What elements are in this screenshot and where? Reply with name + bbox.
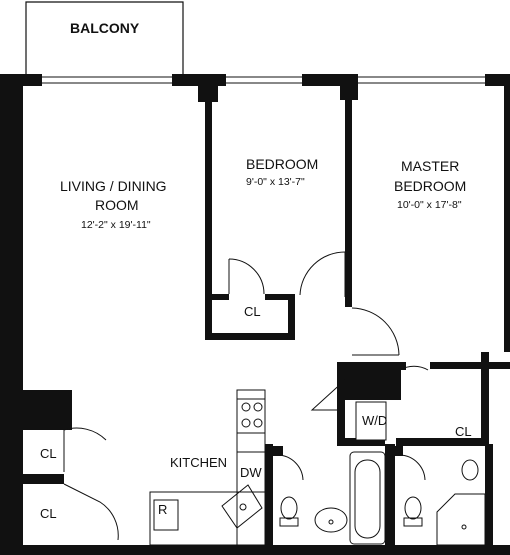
closet-door-swing-left: [228, 258, 265, 295]
toilet-bowl-2: [404, 496, 422, 520]
bath2-fixtures: [403, 459, 486, 546]
laundry-left-wall: [337, 398, 345, 446]
bath1-left-wall: [265, 444, 273, 554]
range: [236, 398, 266, 434]
north-wall-pier-1: [172, 74, 226, 86]
dishwasher-box: [236, 451, 266, 493]
master-door-swing: [351, 307, 400, 356]
living-room-name-line2: ROOM: [95, 197, 139, 213]
dishwasher-label: DW: [240, 465, 262, 480]
master-closet-swing: [399, 365, 429, 371]
bedroom-dims: 9'-0" x 13'-7": [246, 176, 305, 188]
left-closet-lower-label: CL: [40, 506, 57, 521]
toilet-tank-2: [403, 517, 423, 527]
master-closet-bottom: [396, 438, 489, 446]
bath1-jamb: [273, 446, 283, 456]
master-bedroom-name-line2: BEDROOM: [394, 178, 467, 194]
wall-living-bedroom: [205, 95, 212, 340]
washer-dryer-unit: [355, 401, 387, 441]
closet-bottom-wall: [205, 333, 295, 340]
shower: [436, 493, 486, 546]
bath2-swing: [399, 454, 426, 481]
left-closet-upper-label: CL: [40, 446, 57, 461]
kitchen-sink: [221, 484, 263, 529]
balcony-label: BALCONY: [70, 20, 140, 36]
east-wall: [504, 74, 510, 352]
refrigerator-label: R: [158, 502, 168, 517]
living-room-name-line1: LIVING / DINING: [60, 178, 167, 194]
toilet-bowl-1: [280, 496, 298, 520]
laundry-bottom-wall: [337, 438, 385, 446]
master-bedroom-dims: 10'-0" x 17'-8": [397, 199, 462, 211]
kitchen-fixtures: [149, 389, 266, 546]
bathtub: [349, 451, 386, 545]
bath2-right-wall: [485, 444, 493, 554]
washer-dryer-label: W/D: [362, 413, 388, 428]
walls: [0, 74, 510, 555]
bedroom-door-swing: [299, 251, 346, 296]
bath2-jamb: [395, 446, 403, 456]
refrigerator: [153, 499, 179, 531]
bedroom-closet-label: CL: [244, 304, 261, 319]
balcony-outline: [25, 1, 184, 74]
laundry-wall-block: [337, 362, 401, 400]
closet-upper-swing: [63, 427, 107, 441]
kitchen-counter-horizontal: [149, 491, 266, 546]
master-closet-label: CL: [455, 424, 472, 439]
closet-divider: [22, 474, 64, 484]
north-wall-pier-3: [485, 74, 510, 86]
living-room-dims: 12'-2" x 19'-11": [81, 219, 151, 231]
bath-divider: [385, 444, 395, 554]
pier-left: [22, 390, 72, 430]
master-closet-top: [430, 362, 510, 369]
master-closet-jamb: [400, 362, 406, 370]
south-wall-east: [150, 545, 510, 555]
north-wall-west: [0, 74, 42, 86]
master-closet-right: [481, 352, 489, 446]
closet-top-wall-right: [265, 294, 295, 300]
closet-top-wall-left: [205, 294, 229, 300]
closet-lower-swing: [63, 483, 119, 541]
windows: [42, 76, 485, 84]
closet-right-wall: [288, 296, 295, 340]
master-bedroom-name-line1: MASTER: [401, 158, 460, 174]
laundry-doors: [310, 379, 346, 411]
north-wall-pier-2: [302, 74, 358, 86]
bath1-fixtures: [279, 451, 386, 545]
bedroom-name: BEDROOM: [246, 156, 319, 172]
sink-1: [314, 507, 348, 533]
column-1: [198, 84, 218, 102]
sink-2: [461, 459, 479, 481]
wall-bedroom-master: [345, 95, 352, 307]
kitchen-label: KITCHEN: [170, 455, 228, 470]
doors: [63, 251, 429, 541]
column-2: [340, 84, 358, 100]
toilet-tank-1: [279, 517, 299, 527]
bath1-swing: [277, 454, 304, 481]
west-wall: [0, 74, 23, 555]
